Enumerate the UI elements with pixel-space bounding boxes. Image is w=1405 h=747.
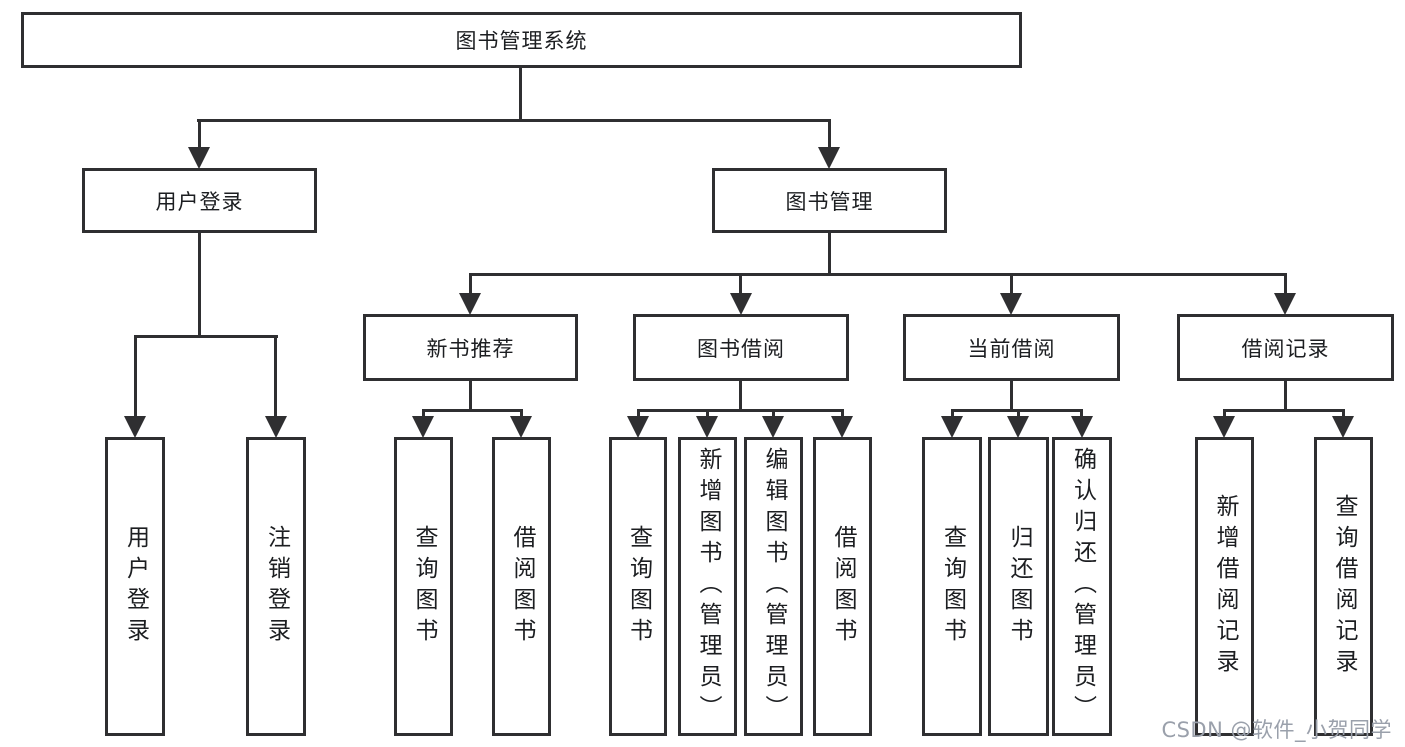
- connector-line: [198, 233, 201, 335]
- leaf-label: 新增图书（管理员）: [695, 447, 721, 726]
- leaf-confirm-return-admin: 确认归还（管理员）: [1052, 437, 1112, 736]
- leaf-query-books-2: 查询图书: [609, 437, 667, 736]
- arrow-down-icon: [1000, 293, 1022, 315]
- leaf-label: 查询图书: [625, 524, 652, 649]
- connector-line: [1223, 409, 1226, 419]
- leaf-logout: 注销登录: [246, 437, 306, 736]
- arrow-down-icon: [831, 416, 853, 438]
- connector-line: [1223, 409, 1344, 412]
- node-current-borrowing: 当前借阅: [903, 314, 1120, 381]
- connector-line: [1080, 409, 1083, 419]
- connector-line: [739, 381, 742, 409]
- node-label: 新书推荐: [426, 336, 515, 361]
- node-label: 用户登录: [155, 189, 244, 214]
- node-user-login: 用户登录: [82, 168, 317, 233]
- leaf-user-login: 用户登录: [105, 437, 165, 736]
- arrow-down-icon: [1213, 416, 1235, 438]
- connector-line: [274, 335, 277, 419]
- connector-line: [197, 119, 831, 122]
- arrow-down-icon: [124, 416, 146, 438]
- node-book-management-system: 图书管理系统: [21, 12, 1022, 68]
- connector-line: [772, 409, 775, 419]
- arrow-down-icon: [265, 416, 287, 438]
- arrow-down-icon: [627, 416, 649, 438]
- arrow-down-icon: [188, 147, 210, 169]
- arrow-down-icon: [412, 416, 434, 438]
- leaf-query-borrow-record: 查询借阅记录: [1314, 437, 1373, 736]
- node-book-borrowing: 图书借阅: [633, 314, 849, 381]
- leaf-query-books-1: 查询图书: [394, 437, 453, 736]
- leaf-label: 借阅图书: [830, 524, 856, 649]
- connector-line: [637, 409, 640, 419]
- leaf-label: 用户登录: [122, 524, 149, 649]
- connector-line: [469, 273, 1286, 276]
- node-label: 图书借阅: [697, 336, 785, 361]
- connector-line: [828, 119, 831, 150]
- connector-line: [841, 409, 844, 419]
- arrow-down-icon: [459, 293, 481, 315]
- connector-line: [1284, 273, 1287, 296]
- leaf-label: 编辑图书（管理员）: [761, 447, 787, 726]
- arrow-down-icon: [730, 293, 752, 315]
- leaf-return-books: 归还图书: [988, 437, 1049, 736]
- node-borrowing-records: 借阅记录: [1177, 314, 1394, 381]
- watermark-text: CSDN @软件_小贺同学: [1161, 718, 1392, 742]
- leaf-label: 归还图书: [1006, 524, 1032, 649]
- node-label: 图书管理: [785, 189, 874, 214]
- node-label: 当前借阅: [967, 336, 1056, 361]
- arrow-down-icon: [1274, 293, 1296, 315]
- leaf-query-books-3: 查询图书: [922, 437, 982, 736]
- connector-line: [422, 409, 425, 419]
- leaf-edit-books-admin: 编辑图书（管理员）: [744, 437, 803, 736]
- arrow-down-icon: [941, 416, 963, 438]
- leaf-label: 查询借阅记录: [1331, 493, 1357, 680]
- leaf-add-books-admin: 新增图书（管理员）: [678, 437, 737, 736]
- leaf-label: 查询图书: [939, 524, 966, 649]
- connector-line: [520, 409, 523, 419]
- arrow-down-icon: [696, 416, 718, 438]
- connector-line: [706, 409, 709, 419]
- node-label: 借阅记录: [1241, 336, 1330, 361]
- connector-line: [828, 233, 831, 273]
- arrow-down-icon: [762, 416, 784, 438]
- node-book-management: 图书管理: [712, 168, 947, 233]
- node-new-book-recommendation: 新书推荐: [363, 314, 578, 381]
- connector-line: [469, 381, 472, 409]
- leaf-label: 借阅图书: [509, 524, 535, 649]
- connector-line: [469, 273, 472, 296]
- leaf-label: 确认归还（管理员）: [1069, 447, 1096, 726]
- connector-line: [637, 409, 844, 412]
- leaf-label: 注销登录: [263, 524, 290, 649]
- connector-line: [1342, 409, 1345, 419]
- leaf-label: 查询图书: [411, 524, 437, 649]
- connector-line: [422, 409, 523, 412]
- connector-line: [739, 273, 742, 296]
- connector-line: [134, 335, 137, 419]
- connector-line: [1010, 273, 1013, 296]
- arrow-down-icon: [1332, 416, 1354, 438]
- arrow-down-icon: [1071, 416, 1093, 438]
- connector-line: [1284, 381, 1287, 409]
- connector-line: [198, 119, 201, 150]
- leaf-add-borrow-record: 新增借阅记录: [1195, 437, 1254, 736]
- leaf-borrow-books-1: 借阅图书: [492, 437, 551, 736]
- leaf-borrow-books-2: 借阅图书: [813, 437, 872, 736]
- connector-line: [519, 68, 522, 119]
- connector-line: [1017, 409, 1020, 419]
- node-label: 图书管理系统: [455, 29, 588, 53]
- connector-line: [134, 335, 278, 338]
- arrow-down-icon: [818, 147, 840, 169]
- connector-line: [951, 409, 954, 419]
- leaf-label: 新增借阅记录: [1212, 493, 1238, 680]
- connector-line: [1010, 381, 1013, 409]
- arrow-down-icon: [510, 416, 532, 438]
- arrow-down-icon: [1007, 416, 1029, 438]
